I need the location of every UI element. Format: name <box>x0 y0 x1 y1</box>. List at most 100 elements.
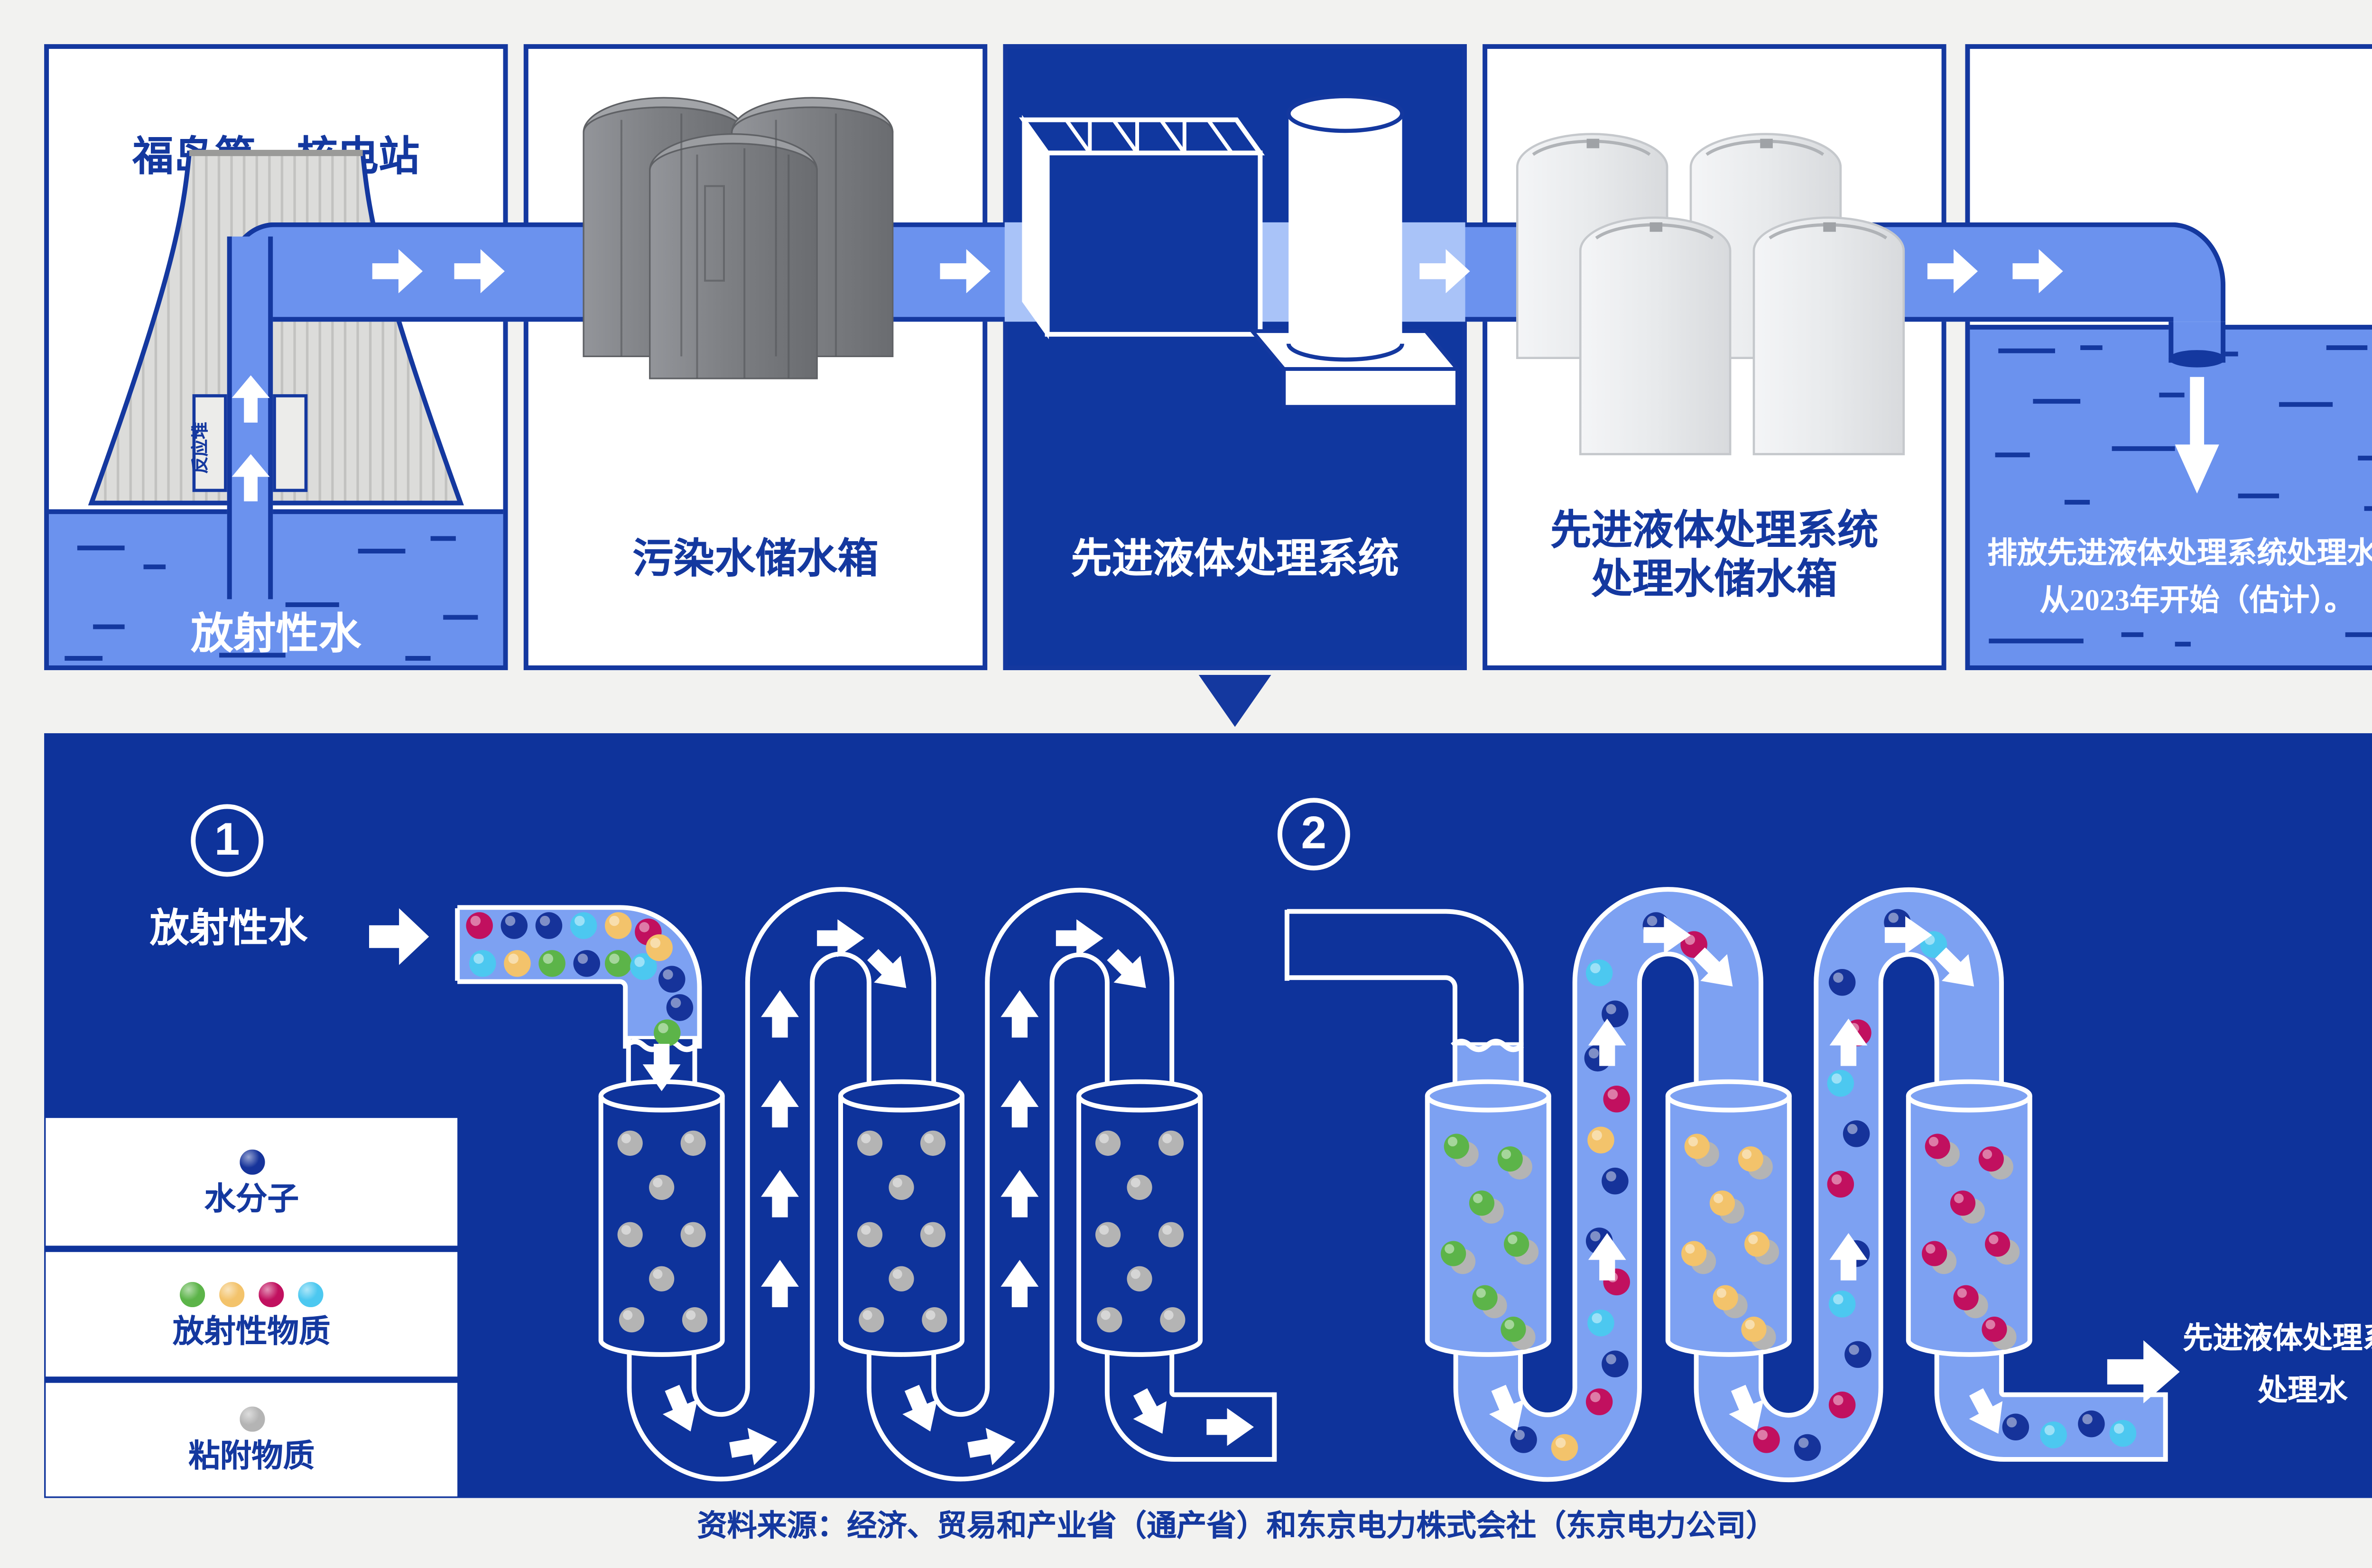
particle-highlight <box>1164 1310 1174 1320</box>
particle-highlight <box>861 1134 871 1144</box>
water-dash <box>2033 399 2081 404</box>
water-dash <box>285 602 339 607</box>
water-dash <box>2279 402 2333 407</box>
box4-label: 先进液体处理系统 处理水储水箱 <box>1550 507 1879 602</box>
water-dash <box>77 545 125 551</box>
water-dash <box>2358 455 2372 461</box>
legend-label: 粘附物质 <box>188 1439 315 1475</box>
legend-swatch-rad-green <box>180 1281 205 1307</box>
particle-rad-cyan <box>2109 1420 2137 1447</box>
treated-tanks-illustration <box>1516 133 1905 455</box>
legend-row-radioactive: 放射性物质 <box>46 1252 458 1377</box>
particle-rad-crimson <box>1953 1285 1979 1310</box>
particle-adhered <box>649 1174 675 1200</box>
particle-highlight <box>1476 1288 1486 1298</box>
particle-adhered <box>920 1130 946 1156</box>
particle-highlight <box>1473 1193 1483 1203</box>
particle-rad-green <box>538 950 565 977</box>
reactor-block-right <box>273 394 308 492</box>
filter-cylinders <box>598 1079 2032 1357</box>
particle-water <box>1602 1350 1629 1378</box>
legend-row-adhered: 粘附物质 <box>46 1383 458 1497</box>
particle-rad-orange <box>1741 1317 1767 1342</box>
particle-highlight <box>1508 1235 1518 1245</box>
particle-highlight <box>1099 1134 1109 1144</box>
particle-highlight <box>892 1269 902 1279</box>
particle-highlight <box>684 1134 694 1144</box>
particle-adhered <box>889 1174 914 1200</box>
particle-rad-crimson <box>1982 1317 2007 1342</box>
particle-water <box>1844 1341 1872 1368</box>
particle-highlight <box>1606 1004 1616 1015</box>
particle-highlight <box>1447 1136 1458 1147</box>
particle-highlight <box>1748 1235 1758 1245</box>
particle-highlight <box>1592 1130 1602 1141</box>
particle-rad-crimson <box>1925 1134 1950 1159</box>
particle-highlight <box>1926 1244 1936 1254</box>
particle-adhered <box>1095 1130 1121 1156</box>
legend-swatches <box>239 1406 264 1432</box>
particle-adhered <box>682 1307 708 1333</box>
particle-rad-cyan <box>630 953 657 980</box>
water-dash <box>2364 506 2372 511</box>
filter-cylinder <box>1906 1079 2032 1357</box>
particle-water <box>1828 968 1856 996</box>
particle-highlight <box>1831 1174 1842 1185</box>
particle-adhered <box>889 1266 914 1291</box>
particle-rad-green <box>1501 1317 1526 1342</box>
particle-rad-orange <box>646 934 673 961</box>
particle-highlight <box>609 915 620 926</box>
particle-rad-orange <box>1713 1285 1738 1310</box>
water-dash <box>1998 348 2055 353</box>
legend-swatch-adhered <box>239 1406 264 1432</box>
particle-highlight <box>1101 1310 1111 1320</box>
particle-water <box>658 966 686 993</box>
particle-adhered <box>1127 1174 1152 1200</box>
particle-rad-orange <box>604 912 632 939</box>
particle-rad-cyan <box>2040 1421 2067 1448</box>
particle-highlight <box>473 953 484 964</box>
particle-rad-orange <box>504 950 531 977</box>
particle-adhered <box>649 1266 675 1291</box>
particle-rad-green <box>654 1019 681 1046</box>
particle-highlight <box>609 953 620 964</box>
particle-highlight <box>1833 1294 1844 1305</box>
particle-highlight <box>2006 1417 2017 1428</box>
particle-highlight <box>862 1310 872 1320</box>
particle-rad-crimson <box>1922 1241 1947 1266</box>
water-dash <box>2159 392 2185 397</box>
alps-illustration <box>1019 94 1462 409</box>
particle-highlight <box>684 1225 694 1235</box>
particle-water <box>535 912 563 939</box>
box2-label: 污染水储水箱 <box>632 536 879 582</box>
particle-water <box>2078 1410 2105 1438</box>
particle-highlight <box>1607 1089 1618 1100</box>
particle-highlight <box>639 922 649 932</box>
particle-highlight <box>1742 1149 1752 1159</box>
particle-highlight <box>2044 1425 2055 1436</box>
panel-connector-arrow <box>1198 674 1271 727</box>
particle-rad-orange <box>1681 1241 1707 1266</box>
particle-highlight <box>1989 1235 1999 1245</box>
water-dash <box>358 548 406 553</box>
water-dash <box>2345 632 2372 637</box>
particle-highlight <box>1798 1438 1809 1448</box>
particle-rad-crimson <box>466 912 493 939</box>
particle-adhered <box>680 1130 706 1156</box>
particle-rad-crimson <box>1978 1146 2004 1172</box>
particle-highlight <box>861 1225 871 1235</box>
output-label: 先进液体处理系统 处理水 <box>2183 1323 2372 1409</box>
particle-highlight <box>1928 1136 1939 1147</box>
contaminated-tanks-illustration <box>583 97 894 379</box>
particle-highlight <box>1831 1073 1842 1084</box>
legend-swatches <box>180 1281 324 1307</box>
particle-rad-green <box>604 950 632 977</box>
particle-rad-crimson <box>1828 1391 1856 1419</box>
particle-rad-cyan <box>1587 1310 1614 1337</box>
particle-rad-orange <box>1738 1146 1763 1172</box>
particle-rad-green <box>1497 1146 1523 1172</box>
particle-rad-green <box>1441 1241 1466 1266</box>
particle-rad-cyan <box>1828 1291 1856 1318</box>
filter-cylinder <box>1665 1079 1792 1357</box>
